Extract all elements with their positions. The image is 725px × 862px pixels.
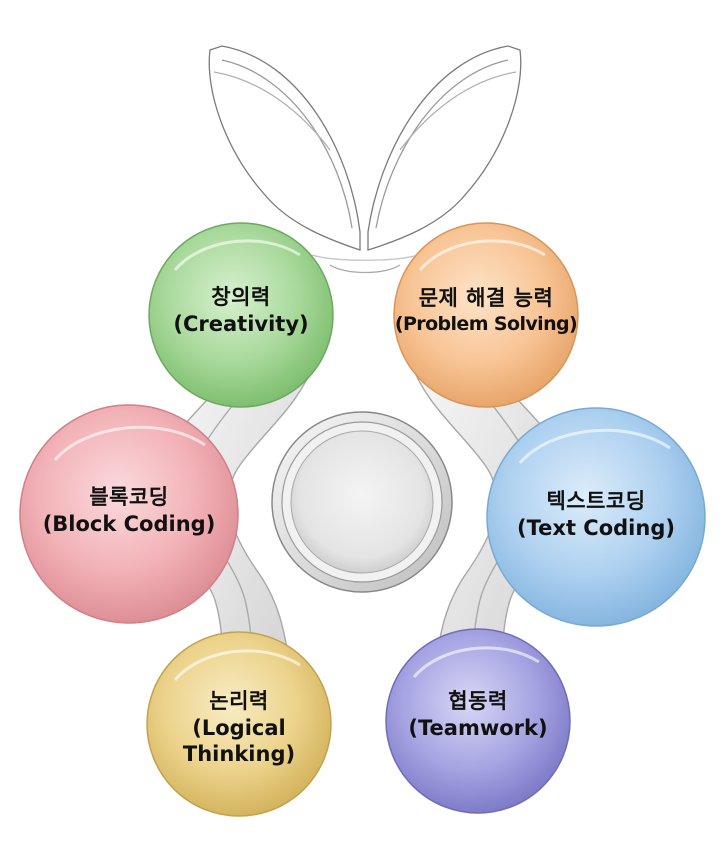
logical-thinking-bubble: 논리력 (Logical Thinking) [146,631,332,817]
block-coding-disc [19,404,239,624]
block-coding-bubble: 블록코딩 (Block Coding) [19,404,239,624]
block-coding-label-en: (Block Coding) [42,512,216,536]
teamwork-disc [385,628,571,814]
block-coding-label-ko: 블록코딩 [89,485,169,510]
logical-thinking-label-en-line1: (Logical [192,715,286,740]
text-coding-bubble: 텍스트코딩 (Text Coding) [486,407,706,627]
center-ring [271,411,453,593]
text-coding-disc [486,407,706,627]
logical-thinking-label-ko: 논리력 [209,688,269,713]
logical-thinking-label-en-line2: Thinking) [182,742,296,767]
teamwork-label-en: (Teamwork) [408,716,548,740]
creativity-bubble: 창의력 (Creativity) [148,222,334,408]
teamwork-label-ko: 협동력 [448,689,508,714]
creativity-disc [148,222,334,408]
problem-solving-bubble: 문제 해결 능력 (Problem Solving) [393,222,579,408]
text-coding-label-ko: 텍스트코딩 [546,489,646,514]
teamwork-bubble: 협동력 (Teamwork) [385,628,571,814]
bubble-discs [19,222,706,817]
creativity-label-ko: 창의력 [211,285,271,310]
logical-thinking-disc [146,631,332,817]
problem-solving-label-ko: 문제 해결 능력 [418,286,554,311]
problem-solving-label-en: (Problem Solving) [394,313,578,336]
problem-solving-disc [393,222,579,408]
text-coding-label-en: (Text Coding) [517,516,675,540]
creativity-label-en: (Creativity) [173,312,309,336]
sprout-leaves [208,45,522,274]
